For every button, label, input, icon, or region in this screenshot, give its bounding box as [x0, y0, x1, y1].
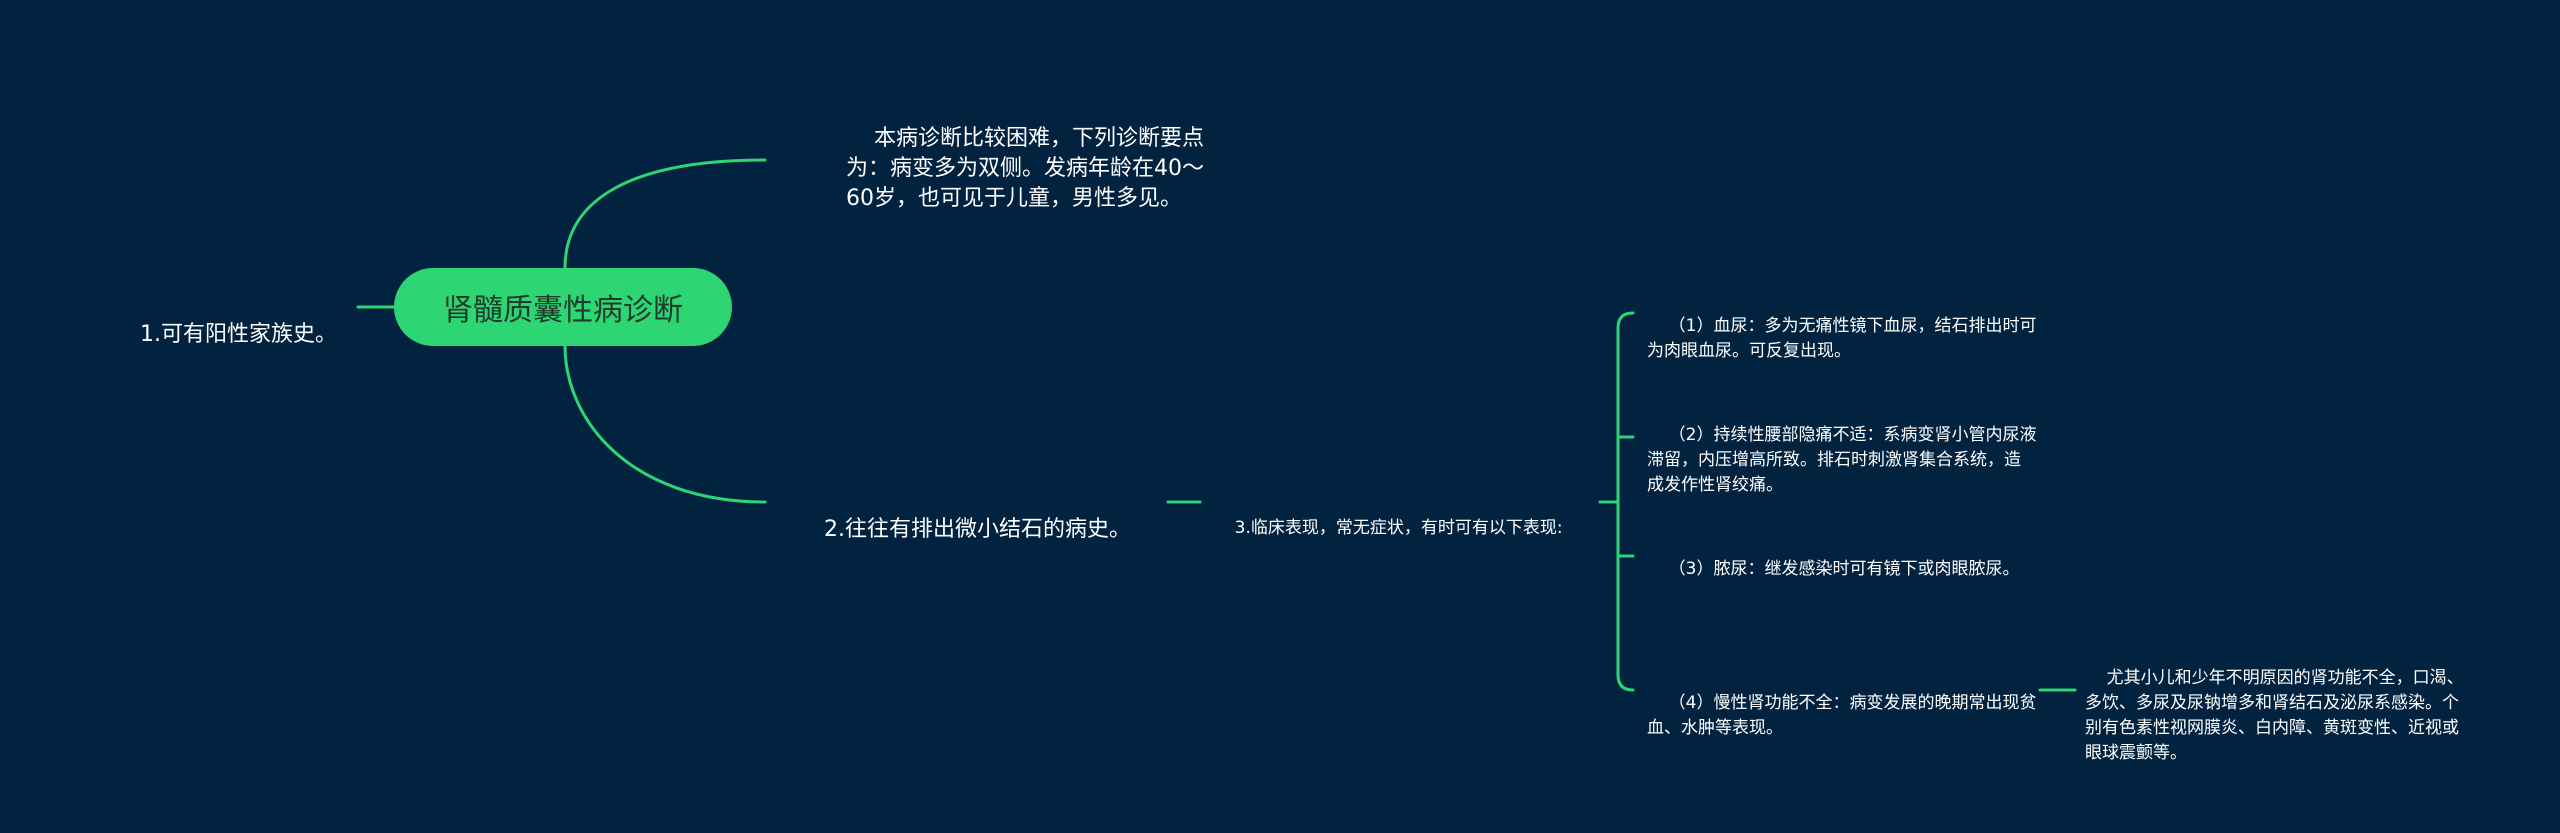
root-label: 肾髓质囊性病诊断 — [443, 293, 683, 328]
branch-stone-history-label: 2.往往有排出微小结石的病史。 — [823, 517, 1131, 542]
branch-stone-history[interactable]: 2.往往有排出微小结石的病史。 — [796, 485, 1131, 575]
symptom-back-pain[interactable]: （2）持续性腰部隐痛不适：系病变肾小管内尿液滞留，内压增高所致。排石时刺激肾集合… — [1647, 398, 2037, 523]
symptom-renal-insufficiency[interactable]: （4）慢性肾功能不全：病变发展的晚期常出现贫血、水肿等表现。 — [1647, 666, 2037, 766]
branch-clinical[interactable]: 3.临床表现，常无症状，有时可有以下表现: — [1213, 489, 1563, 567]
branch-diagnosis-points[interactable]: 本病诊断比较困难，下列诊断要点为：病变多为双侧。发病年龄在40～60岁，也可见于… — [846, 94, 1226, 244]
symptom-bracket — [1616, 311, 1635, 692]
symptom-pyuria[interactable]: （3）脓尿：继发感染时可有镜下或肉眼脓尿。 — [1647, 532, 2037, 607]
symptom-pyuria-label: （3）脓尿：继发感染时可有镜下或肉眼脓尿。 — [1668, 559, 2020, 579]
connector-root-top — [563, 158, 767, 270]
branch-family-history-label: 1.可有阳性家族史。 — [139, 322, 337, 347]
connector-root-bottom — [563, 344, 767, 504]
symptom-renal-insufficiency-label: （4）慢性肾功能不全：病变发展的晚期常出现贫血、水肿等表现。 — [1647, 693, 2037, 738]
detail-renal-insufficiency[interactable]: 尤其小儿和少年不明原因的肾功能不全，口渴、多饮、多尿及尿钠增多和肾结石及泌尿系感… — [2085, 641, 2475, 791]
symptom-back-pain-label: （2）持续性腰部隐痛不适：系病变肾小管内尿液滞留，内压增高所致。排石时刺激肾集合… — [1647, 425, 2037, 495]
branch-diagnosis-points-label: 本病诊断比较困难，下列诊断要点为：病变多为双侧。发病年龄在40～60岁，也可见于… — [846, 126, 1204, 211]
branch-clinical-label: 3.临床表现，常无症状，有时可有以下表现: — [1234, 518, 1563, 538]
root-node[interactable]: 肾髓质囊性病诊断 — [394, 268, 732, 346]
symptom-hematuria[interactable]: （1）血尿：多为无痛性镜下血尿，结石排出时可为肉眼血尿。可反复出现。 — [1647, 289, 2037, 389]
branch-family-history[interactable]: 1.可有阳性家族史。 — [112, 290, 337, 380]
symptom-hematuria-label: （1）血尿：多为无痛性镜下血尿，结石排出时可为肉眼血尿。可反复出现。 — [1647, 316, 2037, 361]
detail-renal-insufficiency-label: 尤其小儿和少年不明原因的肾功能不全，口渴、多饮、多尿及尿钠增多和肾结石及泌尿系感… — [2085, 668, 2464, 763]
